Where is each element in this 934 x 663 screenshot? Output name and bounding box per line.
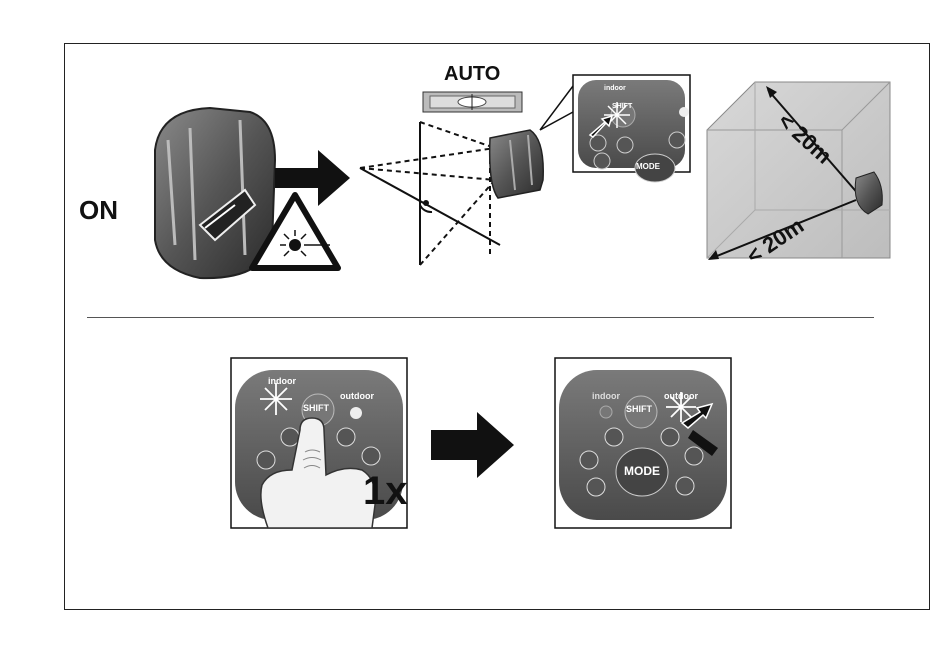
keypad-after bbox=[555, 358, 731, 528]
indoor-label: indoor bbox=[592, 392, 620, 401]
device-small-icon bbox=[490, 130, 544, 198]
auto-level-label: AUTO bbox=[444, 64, 500, 84]
outdoor-label: outdoor bbox=[664, 392, 698, 401]
outdoor-label: outdoor bbox=[340, 392, 374, 401]
indoor-label: indoor bbox=[268, 377, 296, 386]
power-on-label: ON bbox=[79, 197, 118, 223]
indoor-label: indoor bbox=[604, 85, 626, 92]
arrow-right-icon bbox=[275, 150, 350, 206]
mode-button-label: MODE bbox=[624, 464, 660, 478]
leveling-diagram bbox=[360, 122, 500, 265]
callout-leader bbox=[540, 86, 573, 130]
level-bubble-icon bbox=[423, 92, 522, 112]
shift-button-label: SHIFT bbox=[626, 405, 652, 414]
mode-label: MODE bbox=[636, 163, 660, 171]
shift-button-label: SHIFT bbox=[303, 404, 329, 413]
laser-device-icon bbox=[155, 108, 275, 278]
shift-label: SHIFT bbox=[612, 103, 632, 110]
keypad-callout bbox=[573, 75, 690, 182]
press-count-label: 1x bbox=[363, 471, 408, 511]
arrow-right-icon bbox=[431, 412, 514, 478]
